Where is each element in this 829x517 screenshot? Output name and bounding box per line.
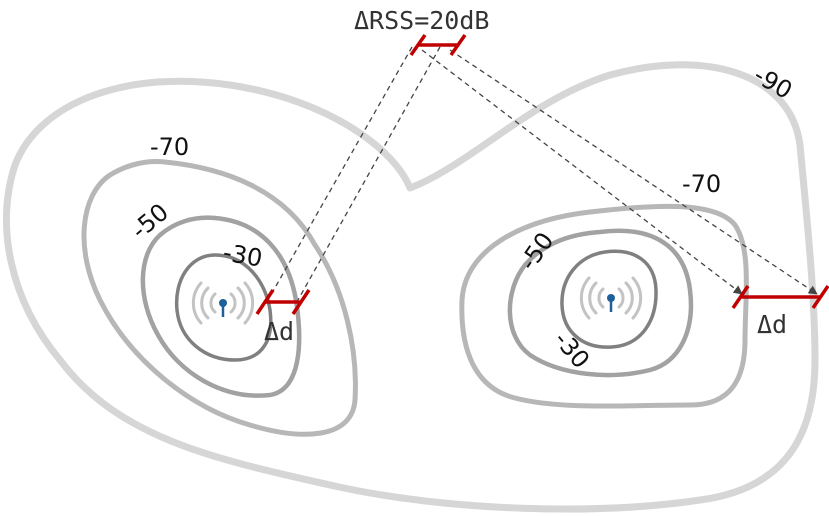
delta-d-left-label: Δd <box>264 317 294 346</box>
contour-label-right-70: -70 <box>682 170 721 198</box>
contour-label-left-70: -70 <box>150 133 189 161</box>
wireless-antenna-icon <box>191 281 255 325</box>
delta-rss-bracket <box>409 33 467 57</box>
contour-right-50 <box>507 228 694 378</box>
contour-label-outer-90: -90 <box>749 61 797 105</box>
dashed-line-left-1 <box>267 46 413 301</box>
delta-d-left-bracket <box>255 289 311 315</box>
contour-right-30 <box>560 249 658 349</box>
dashed-line-right-1 <box>421 49 743 295</box>
dashed-line-right-2 <box>449 49 818 295</box>
delta-rss-label: ΔRSS=20dB <box>354 6 489 35</box>
contour-label-left-50: -50 <box>126 198 174 245</box>
contour-left-70 <box>81 159 358 437</box>
dashed-line-left-2 <box>297 46 441 301</box>
contour-left-50 <box>140 215 302 398</box>
contour-outer-90 <box>2 61 819 513</box>
delta-d-right-bracket <box>731 285 829 309</box>
contour-left-30 <box>174 253 273 362</box>
wireless-antenna-icon <box>579 276 643 320</box>
contour-label-left-30: -30 <box>221 238 264 272</box>
contour-right-70 <box>459 203 749 409</box>
delta-d-right-label: Δd <box>757 310 787 339</box>
